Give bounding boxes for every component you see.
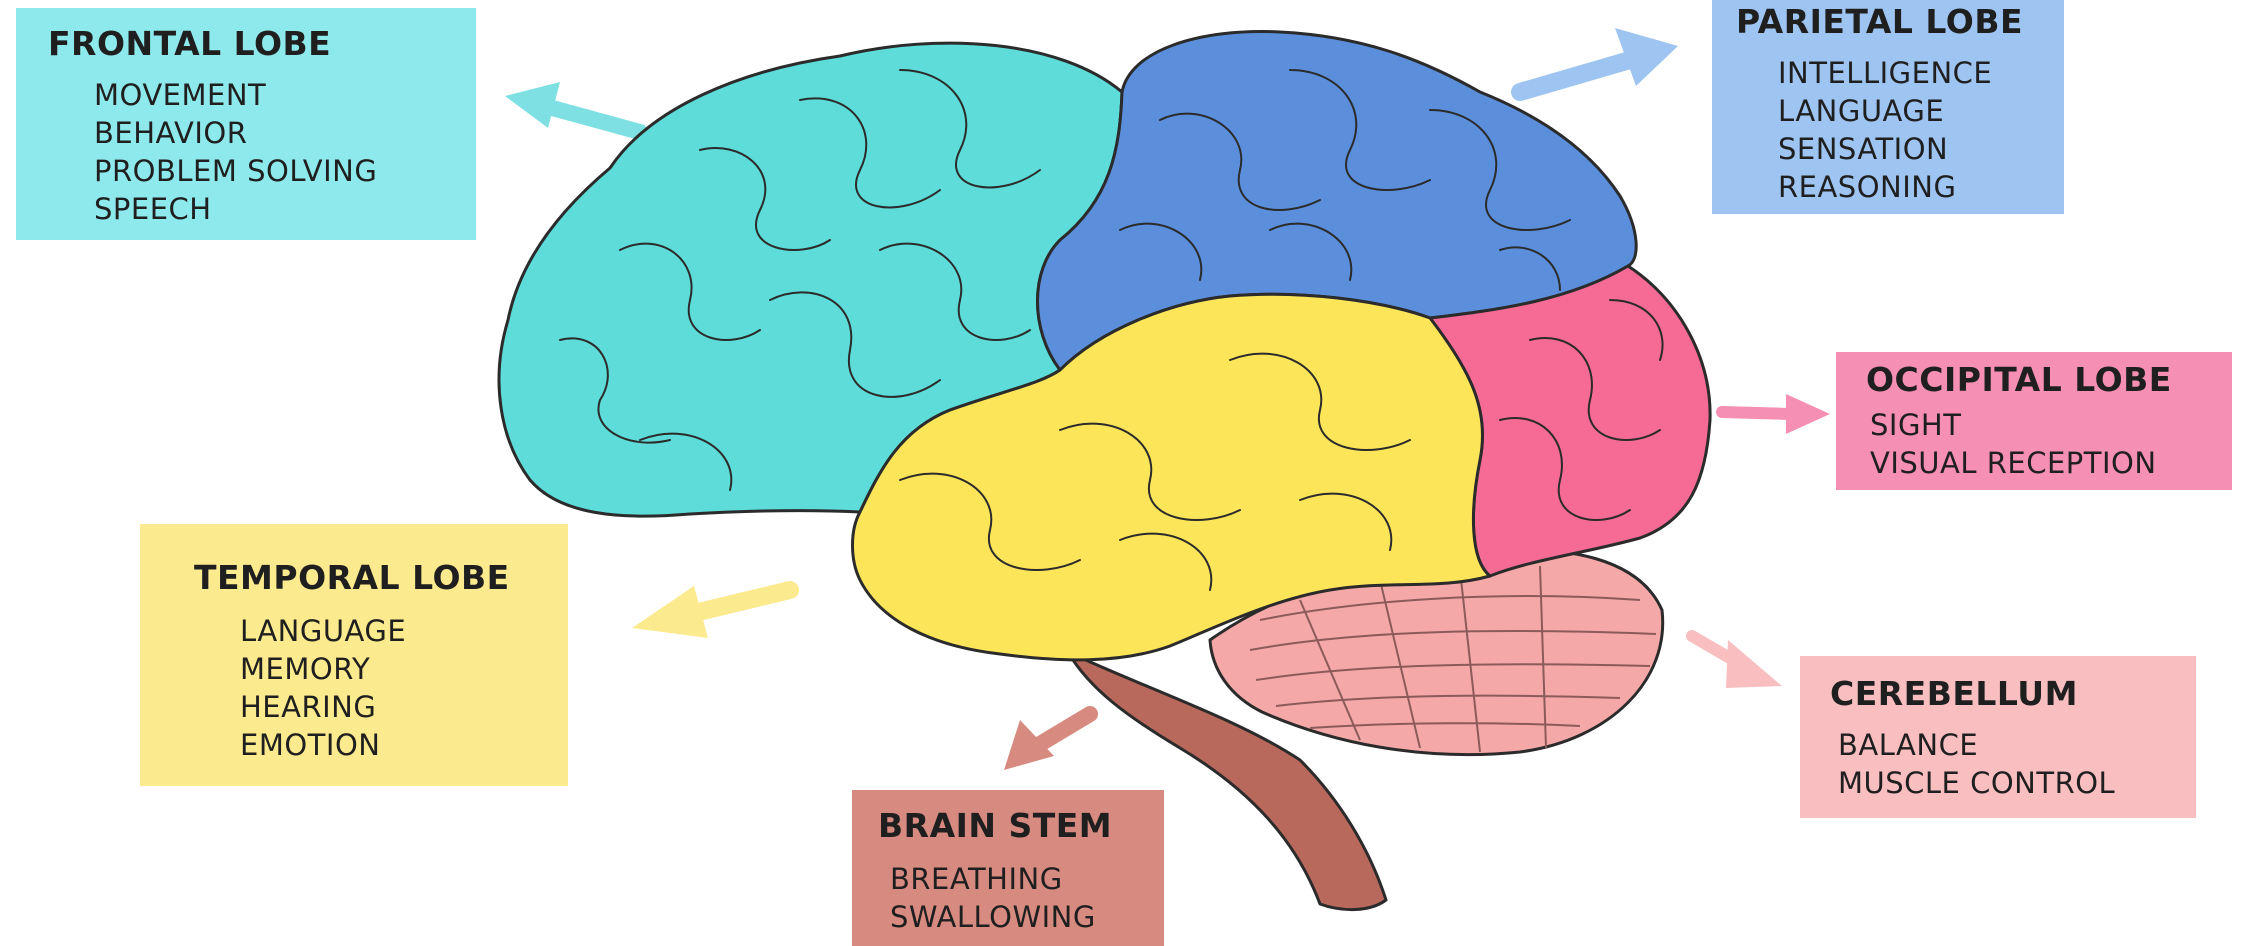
parietal-lobe-label: PARIETAL LOBE INTELLIGENCE LANGUAGE SENS… <box>1712 0 2064 214</box>
occipital-lobe-functions: SIGHT VISUAL RECEPTION <box>1866 406 2232 482</box>
function-item: MOVEMENT <box>94 76 476 114</box>
function-item: BEHAVIOR <box>94 114 476 152</box>
arrow-frontal <box>505 82 640 132</box>
function-item: REASONING <box>1778 168 2064 206</box>
brain-stem-title: BRAIN STEM <box>878 808 1164 844</box>
temporal-lobe-title: TEMPORAL LOBE <box>194 560 568 596</box>
arrow-cerebellum <box>1692 636 1782 688</box>
function-item: MUSCLE CONTROL <box>1838 764 2196 802</box>
function-item: LANGUAGE <box>240 612 568 650</box>
function-item: SENSATION <box>1778 130 2064 168</box>
parietal-lobe-title: PARIETAL LOBE <box>1736 4 2064 40</box>
function-item: HEARING <box>240 688 568 726</box>
brain-stem-label: BRAIN STEM BREATHING SWALLOWING <box>852 790 1164 946</box>
temporal-lobe-label: TEMPORAL LOBE LANGUAGE MEMORY HEARING EM… <box>140 524 568 786</box>
frontal-lobe-functions: MOVEMENT BEHAVIOR PROBLEM SOLVING SPEECH <box>48 76 476 228</box>
function-item: INTELLIGENCE <box>1778 54 2064 92</box>
function-item: LANGUAGE <box>1778 92 2064 130</box>
parietal-lobe-functions: INTELLIGENCE LANGUAGE SENSATION REASONIN… <box>1736 54 2064 206</box>
function-item: SPEECH <box>94 190 476 228</box>
arrow-parietal <box>1520 28 1678 92</box>
function-item: BALANCE <box>1838 726 2196 764</box>
frontal-lobe-label: FRONTAL LOBE MOVEMENT BEHAVIOR PROBLEM S… <box>16 8 476 240</box>
occipital-lobe-title: OCCIPITAL LOBE <box>1866 362 2232 398</box>
function-item: MEMORY <box>240 650 568 688</box>
cerebellum-functions: BALANCE MUSCLE CONTROL <box>1830 726 2196 802</box>
temporal-lobe-functions: LANGUAGE MEMORY HEARING EMOTION <box>194 612 568 764</box>
occipital-lobe-label: OCCIPITAL LOBE SIGHT VISUAL RECEPTION <box>1836 352 2232 490</box>
arrow-brain-stem <box>1004 714 1090 770</box>
frontal-lobe-title: FRONTAL LOBE <box>48 26 476 62</box>
brain-stem-functions: BREATHING SWALLOWING <box>878 860 1164 936</box>
function-item: EMOTION <box>240 726 568 764</box>
function-item: BREATHING <box>890 860 1164 898</box>
arrow-occipital <box>1722 394 1830 434</box>
function-item: SWALLOWING <box>890 898 1164 936</box>
cerebellum-title: CEREBELLUM <box>1830 676 2196 712</box>
arrow-temporal <box>632 586 790 638</box>
function-item: PROBLEM SOLVING <box>94 152 476 190</box>
brain-regions <box>499 32 1710 910</box>
function-item: VISUAL RECEPTION <box>1870 444 2232 482</box>
cerebellum-label: CEREBELLUM BALANCE MUSCLE CONTROL <box>1800 656 2196 818</box>
function-item: SIGHT <box>1870 406 2232 444</box>
